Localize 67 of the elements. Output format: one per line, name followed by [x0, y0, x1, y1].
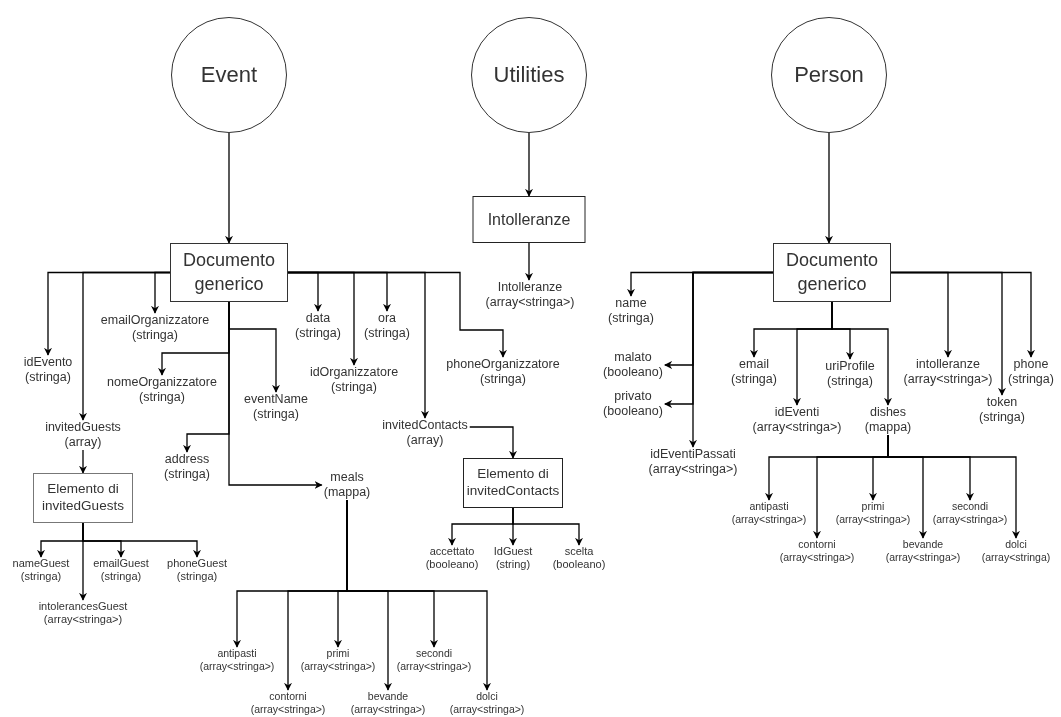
field-label: meals (mappa) [323, 470, 371, 500]
arrow [228, 301, 323, 489]
field-label: privato (booleano) [603, 389, 663, 419]
field-label: token (stringa) [979, 395, 1025, 425]
entity-circle: Event [171, 17, 287, 133]
element-box: Elemento di invitedGuests [33, 473, 133, 523]
field-label: dolci (array<stringa>) [449, 690, 525, 716]
arrow [79, 449, 87, 474]
field-label: eventName (stringa) [244, 392, 308, 422]
element-box: Elemento di invitedContacts [463, 458, 563, 508]
arrow [525, 242, 533, 281]
document-box: Documento generico [170, 243, 288, 302]
field-label: idOrganizzatore (stringa) [309, 365, 399, 395]
arrow [346, 499, 491, 691]
arrow [79, 522, 87, 601]
entity-circle: Person [771, 17, 887, 133]
field-label: Intolleranze (array<stringa>) [485, 280, 575, 310]
field-label: email (stringa) [731, 357, 777, 387]
arrow [525, 132, 533, 197]
field-label: IdGuest (string) [493, 545, 533, 572]
field-label: ora (stringa) [364, 311, 410, 341]
field-label: primi (array<stringa>) [835, 500, 911, 526]
arrow [512, 507, 583, 546]
arrow [151, 271, 171, 314]
field-label: phoneOrganizzatore (stringa) [446, 357, 560, 387]
field-label: intolleranze (array<stringa>) [903, 357, 993, 387]
field-label: scelta (booleano) [552, 545, 606, 572]
arrow [831, 301, 892, 406]
field-label: antipasti (array<stringa>) [199, 647, 275, 673]
field-label: idEventi (array<stringa>) [752, 405, 842, 435]
field-label: primi (array<stringa>) [300, 647, 376, 673]
arrow [825, 132, 833, 244]
field-label: secondi (array<stringa>) [396, 647, 472, 673]
field-label: dishes (mappa) [864, 405, 912, 435]
field-label: name (stringa) [608, 296, 654, 326]
field-label: bevande (array<stringa>) [885, 538, 961, 564]
field-label: malato (booleano) [603, 350, 663, 380]
arrow [689, 271, 774, 448]
field-label: uriProfile (stringa) [825, 359, 875, 389]
arrow [287, 271, 507, 358]
arrow [225, 132, 233, 244]
field-label: idEvento (stringa) [23, 355, 73, 385]
field-label: data (stringa) [295, 311, 341, 341]
field-label: antipasti (array<stringa>) [731, 500, 807, 526]
collection-box: Intolleranze [472, 196, 586, 243]
field-label: phoneGuest (stringa) [167, 557, 227, 584]
field-label: dolci (array<stringa) [981, 538, 1051, 564]
document-box: Documento generico [773, 243, 891, 302]
field-label: contorni (array<stringa>) [779, 538, 855, 564]
field-label: nameGuest (stringa) [12, 557, 70, 584]
field-label: idEventiPassati (array<stringa>) [648, 447, 738, 477]
arrow [890, 271, 1006, 396]
arrow [887, 434, 1020, 539]
field-label: contorni (array<stringa>) [250, 690, 326, 716]
field-label: emailOrganizzatore (stringa) [100, 313, 210, 343]
entity-circle: Utilities [471, 17, 587, 133]
field-label: phone (stringa) [1008, 357, 1054, 387]
field-label: intolerancesGuest (array<stringa>) [38, 600, 128, 627]
field-label: emailGuest (stringa) [93, 557, 149, 584]
field-label: invitedContacts (array) [382, 418, 468, 448]
field-label: address (stringa) [164, 452, 210, 482]
field-label: accettato (booleano) [425, 545, 479, 572]
field-label: bevande (array<stringa>) [350, 690, 426, 716]
field-label: nomeOrganizzatore (stringa) [107, 375, 217, 405]
field-label: secondi (array<stringa>) [932, 500, 1008, 526]
field-label: invitedGuests (array) [45, 420, 121, 450]
arrow [469, 426, 517, 459]
